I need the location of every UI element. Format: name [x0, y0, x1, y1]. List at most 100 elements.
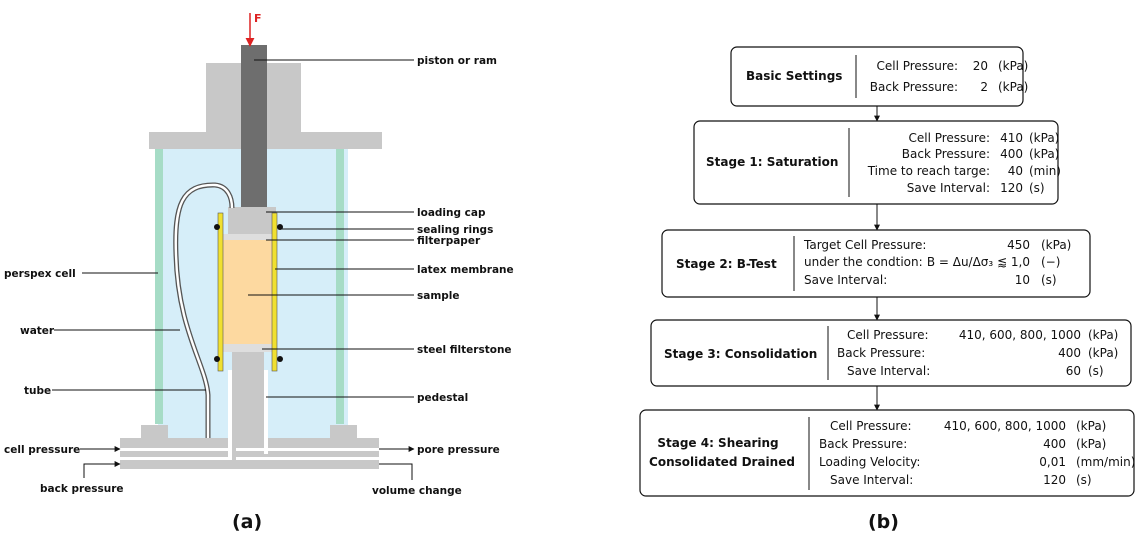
row-label: Back Pressure: [870, 80, 958, 94]
stage-title: Stage 4: Shearing [657, 436, 778, 450]
perspex-wall-right [336, 149, 344, 424]
drain-channel [264, 370, 268, 454]
stage-subtitle: Consolidated Drained [649, 455, 795, 469]
sealing-ring [214, 356, 220, 362]
row-unit: (−) [1041, 255, 1060, 269]
row-unit: (kPa) [1088, 328, 1118, 342]
stage-box-b-test: Stage 2: B-Test Target Cell Pressure: 45… [661, 229, 1091, 298]
row-value: 10 [1015, 273, 1030, 287]
label-sealing-rings: sealing rings [417, 224, 493, 236]
drain-channel [236, 457, 379, 460]
stage-box-consolidation: Stage 3: Consolidation Cell Pressure: 41… [650, 319, 1132, 387]
force-label: F [254, 12, 262, 25]
steel-filterstone [222, 344, 272, 352]
triaxial-cell-diagram: F piston or ram loading cap sealing ring… [4, 12, 514, 533]
label-cell-pressure: cell pressure [4, 444, 80, 456]
label-perspex-cell: perspex cell [4, 268, 76, 280]
row-value: 400 [1058, 346, 1081, 360]
row-label: Back Pressure: [819, 437, 907, 451]
row-unit: (min) [1029, 164, 1061, 178]
sealing-ring [277, 356, 283, 362]
row-unit: (kPa) [1076, 437, 1106, 451]
row-unit: (kPa) [1029, 147, 1059, 161]
row-label: Save Interval: [830, 473, 913, 487]
row-label: Time to reach targe: [867, 164, 990, 178]
stage-box-saturation: Stage 1: Saturation Cell Pressure: 410 (… [693, 120, 1061, 205]
row-label: Cell Pressure: [876, 59, 958, 73]
row-value: 20 [973, 59, 988, 73]
row-label: under the condtion: [804, 255, 923, 269]
latex-membrane-right [271, 212, 278, 372]
base-clamp-right [330, 425, 357, 438]
row-unit: (kPa) [998, 80, 1028, 94]
row-value: 120 [1000, 181, 1023, 195]
stage-title: Stage 3: Consolidation [664, 347, 817, 361]
label-steel-filterstone: steel filterstone [417, 344, 512, 356]
row-label: Cell Pressure: [908, 131, 990, 145]
row-value: 60 [1066, 364, 1081, 378]
stage-box-basic-settings: Basic Settings Cell Pressure: 20 (kPa) B… [730, 46, 1028, 107]
row-unit: (kPa) [1076, 419, 1106, 433]
row-value: 450 [1007, 238, 1030, 252]
sample-specimen [222, 240, 272, 344]
caption-b: (b) [868, 511, 899, 533]
top-filter-plate [222, 234, 272, 240]
drain-channel [228, 370, 232, 460]
row-label: Cell Pressure: [830, 419, 912, 433]
row-label: Loading Velocity: [819, 455, 920, 469]
label-pedestal: pedestal [417, 392, 468, 404]
row-value: 400 [1000, 147, 1023, 161]
row-unit: (s) [1029, 181, 1045, 195]
latex-membrane-left [217, 212, 224, 372]
row-value: 0,01 [1039, 455, 1066, 469]
row-label: Save Interval: [847, 364, 930, 378]
label-piston: piston or ram [417, 55, 497, 67]
row-unit: (s) [1088, 364, 1104, 378]
row-unit: (kPa) [1029, 131, 1059, 145]
drain-channel [120, 457, 228, 460]
row-value: 410, 600, 800, 1000 [959, 328, 1081, 342]
sealing-ring [214, 224, 220, 230]
label-volume-change: volume change [372, 485, 462, 497]
row-label: Back Pressure: [902, 147, 990, 161]
row-value: 410 [1000, 131, 1023, 145]
label-sample: sample [417, 290, 460, 302]
row-value: 2 [980, 80, 988, 94]
drain-channel [236, 448, 379, 451]
drainage-tube-bore [174, 183, 234, 438]
perspex-wall-left [155, 149, 163, 424]
row-unit: (kPa) [1041, 238, 1071, 252]
base-clamp-left [141, 425, 168, 438]
caption-a: (a) [232, 511, 262, 533]
label-loading-cap: loading cap [417, 207, 486, 219]
row-value: 400 [1043, 437, 1066, 451]
base-plate [120, 438, 379, 469]
row-value: 120 [1043, 473, 1066, 487]
row-label: Save Interval: [804, 273, 887, 287]
drain-channel [120, 448, 228, 451]
pedestal [232, 352, 264, 438]
stage-title: Stage 2: B-Test [676, 257, 777, 271]
label-back-pressure: back pressure [40, 483, 124, 495]
label-tube: tube [24, 385, 51, 397]
row-unit: (s) [1041, 273, 1057, 287]
row-label: Target Cell Pressure: [803, 238, 926, 252]
label-filterpaper: filterpaper [417, 235, 481, 247]
label-water: water [20, 325, 55, 337]
row-value: 40 [1008, 164, 1023, 178]
row-unit: (kPa) [998, 59, 1028, 73]
loading-cap [228, 207, 276, 234]
test-procedure-flowchart: Basic Settings Cell Pressure: 20 (kPa) B… [639, 46, 1135, 533]
label-latex-membrane: latex membrane [417, 264, 514, 276]
row-label: Save Interval: [907, 181, 990, 195]
row-value: B = Δu/Δσ₃ ⪅ 1,0 [927, 255, 1030, 269]
stage-title: Basic Settings [746, 69, 842, 83]
row-value: 410, 600, 800, 1000 [944, 419, 1066, 433]
row-label: Back Pressure: [837, 346, 925, 360]
row-label: Cell Pressure: [847, 328, 929, 342]
row-unit: (s) [1076, 473, 1092, 487]
row-unit: (mm/min) [1076, 455, 1135, 469]
piston-rod [241, 45, 267, 208]
row-unit: (kPa) [1088, 346, 1118, 360]
label-pore-pressure: pore pressure [417, 444, 500, 456]
